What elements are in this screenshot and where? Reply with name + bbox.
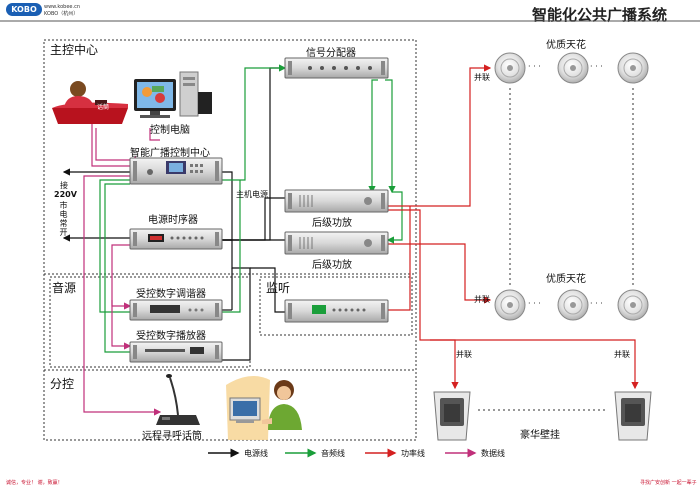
label-mic-tag: 话筒: [97, 104, 110, 111]
power-line: [222, 171, 233, 241]
speaker-line: [430, 339, 459, 390]
label-rear-amp-2: 后级功放: [312, 260, 352, 271]
power-input-label-3: 市电常开: [59, 201, 68, 237]
monitor-frame: [259, 276, 413, 336]
data-line: [111, 300, 132, 350]
legend-data-label: 数据线: [481, 449, 505, 458]
section-audio-source: 音源: [52, 281, 77, 295]
data-line: [111, 244, 132, 310]
section-main-control: 主控中心: [50, 43, 99, 57]
legend-power-label: 电源线: [244, 449, 268, 458]
audio-line: [222, 180, 241, 313]
ceiling-speakers-group-1: [494, 52, 649, 84]
legend-audio-label: 音频线: [321, 449, 345, 458]
signal-distributor-unit: [284, 57, 389, 79]
speaker-group-connectors: [478, 88, 634, 411]
wall-speaker-left: [433, 391, 471, 441]
audio-line: [99, 179, 130, 313]
label-signal-distributor: 信号分配器: [306, 48, 356, 59]
wall-speaker-right: [614, 391, 652, 441]
label-digital-player: 受控数字播放器: [136, 331, 206, 342]
rear-amplifier-unit-1: [284, 189, 389, 213]
power-line: [250, 267, 285, 313]
speaker-line: [388, 206, 411, 311]
legend-speaker-label: 功率线: [401, 449, 425, 458]
audio-line: [222, 64, 287, 181]
data-line: [95, 128, 136, 164]
power-input-voltage: 220V: [54, 190, 77, 199]
power-line: [222, 239, 251, 361]
power-lines: [62, 64, 639, 416]
rear-amplifier-unit-2: [284, 231, 389, 255]
power-input-label-1: 接: [60, 181, 68, 190]
audio-line: [104, 183, 130, 353]
speaker-line: [388, 243, 492, 304]
digital-tuner-unit: [129, 299, 223, 321]
label-broadcast-center: 智能广播控制中心: [130, 148, 210, 159]
announcer-illustration: [52, 81, 128, 124]
label-parallel-2: 并联: [474, 295, 490, 304]
footer-right: 寻找广安创新 一起一辈子: [640, 480, 697, 486]
remote-mic-illustration: [156, 374, 200, 425]
ellipsis-2: · · ·: [590, 62, 603, 71]
speaker-line: [388, 209, 639, 390]
audio-line: [386, 191, 403, 244]
ellipsis-3: · · ·: [528, 299, 541, 308]
data-line: [149, 128, 160, 141]
ceiling-speakers-group-2: [494, 289, 649, 321]
section-monitor: 监听: [266, 281, 291, 295]
audio-line: [368, 79, 378, 194]
ellipsis-4: · · ·: [590, 299, 603, 308]
data-line: [83, 175, 162, 416]
brand-logo: KOBO: [6, 3, 42, 16]
ellipsis-1: · · ·: [528, 62, 541, 71]
label-parallel-3: 并联: [456, 350, 472, 359]
label-wall-speakers: 豪华壁挂: [520, 430, 560, 441]
label-main-power: 主机电源: [236, 190, 268, 199]
monitor-unit: [284, 299, 389, 323]
brand-subtitle: KOBO（杭州）: [44, 11, 79, 17]
power-sequencer-unit: [129, 228, 223, 250]
brand-website: www.kobee.cn: [44, 4, 81, 10]
label-digital-tuner: 受控数字调谐器: [136, 289, 206, 300]
page-title: 智能化公共广播系统: [532, 6, 668, 24]
speaker-line: [388, 64, 492, 207]
section-sub-control: 分控: [50, 377, 75, 391]
label-parallel-4: 并联: [614, 350, 630, 359]
label-parallel-1: 并联: [474, 73, 490, 82]
audio-line: [385, 79, 396, 194]
operator-illustration: [226, 376, 302, 440]
footer-left: 诚信，专业！ 谢，致赢！: [6, 480, 63, 486]
label-control-pc: 控制电脑: [150, 125, 190, 136]
label-ceiling-group-2: 优质天花: [546, 274, 586, 285]
digital-player-unit: [129, 341, 223, 363]
broadcast-control-center-unit: [129, 157, 223, 185]
control-pc-illustration: [80, 71, 212, 124]
label-power-sequencer: 电源时序器: [148, 215, 198, 226]
label-rear-amp-1: 后级功放: [312, 218, 352, 229]
data-line: [91, 110, 130, 167]
label-remote-mic: 远程寻呼话筒: [142, 431, 202, 442]
label-ceiling-group-1: 优质天花: [546, 40, 586, 51]
